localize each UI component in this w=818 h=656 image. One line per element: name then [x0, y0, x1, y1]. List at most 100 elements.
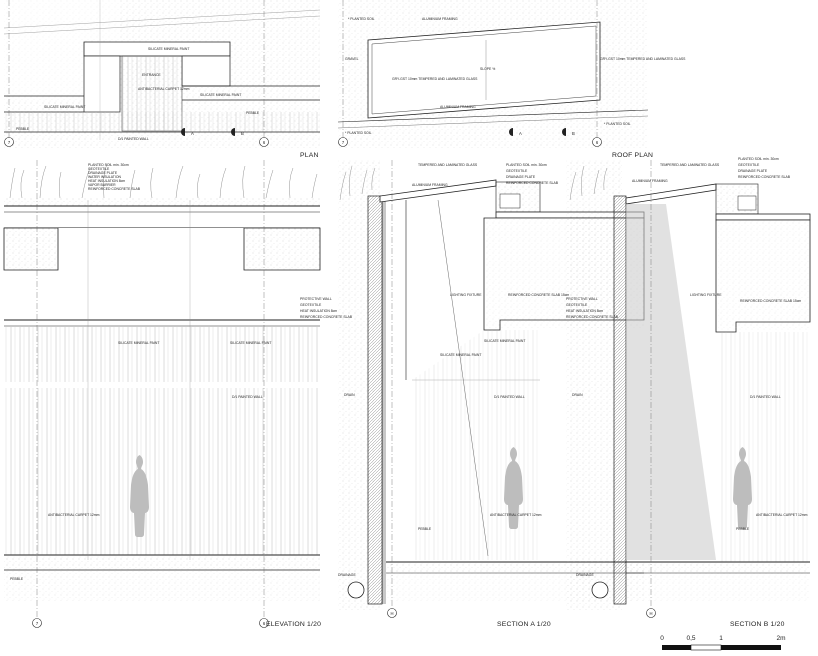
grid-marker-7: 7	[4, 137, 14, 147]
section-a-note: GEOTEXTILE	[506, 169, 528, 173]
svg-text:A: A	[191, 131, 194, 136]
drainage-pipe	[591, 581, 609, 599]
section-a-note: REINFORCED CONCRETE SLAB	[300, 315, 353, 319]
roof-note: ALUMINIUM FRAMING	[422, 17, 458, 21]
plan-note: SILICATE MINERAL PAINT	[148, 47, 189, 51]
section-a-note: DRAINAGE PLATE	[506, 175, 536, 179]
scale-label-05: 0,5	[686, 635, 695, 642]
section-b-note: HEAT INSULATION 8cm	[566, 309, 603, 313]
elevation-note: D/1 PAINTED WALL	[232, 395, 263, 399]
section-a-note: ANTIBACTERIAL CARPET 12mm	[490, 513, 542, 517]
section-marker-b: B	[231, 128, 244, 136]
elevation-view: PLANTED SOIL min. 30cm GEOTEXTILE DRAINA…	[3, 160, 321, 628]
elevation-note: PEBBLE	[10, 577, 24, 581]
section-b-note: LIGHTING FIXTURE	[690, 293, 722, 297]
elevation-note: SILICATE MINERAL PAINT	[230, 341, 271, 345]
section-b-note: GEOTEXTILE	[738, 163, 760, 167]
section-b-note: ALUMINIUM FRAMING	[632, 179, 668, 183]
section-a-note: SILICATE MINERAL PAINT	[484, 339, 525, 343]
section-b-note: REINFORCED CONCRETE SLAB	[738, 175, 791, 179]
drainage-pipe	[347, 581, 365, 599]
section-b-note: ANTIBACTERIAL CARPET 12mm	[756, 513, 808, 517]
plan-note: PEBBLE	[16, 127, 30, 131]
elevation-note: SILICATE MINERAL PAINT	[118, 341, 159, 345]
section-a-title: SECTION A 1/20	[497, 621, 551, 628]
section-b-note: REINFORCED CONCRETE SLAB 15cm	[740, 299, 801, 303]
section-a-note: TEMPERED AND LAMINATED GLASS	[418, 163, 478, 167]
svg-text:H: H	[649, 611, 652, 616]
section-b-note: PEBBLE	[736, 527, 750, 531]
plan-title: PLAN	[300, 152, 319, 159]
roof-plan-view: ALUMINIUM FRAMING GRAVEL GRY-GST 10mm TE…	[337, 0, 686, 159]
svg-text:B: B	[572, 131, 575, 136]
grid-marker-7: 7	[32, 618, 42, 628]
svg-text:A: A	[519, 131, 522, 136]
plan-note: ENTRANCE	[142, 73, 161, 77]
section-b-note: PLANTED SOIL min. 30cm	[738, 157, 779, 161]
section-a-note: D/1 PAINTED WALL	[494, 395, 525, 399]
grass-texture	[569, 165, 608, 201]
human-figure	[504, 447, 523, 529]
elevation-note: PLANTED SOIL min. 30cm	[88, 163, 129, 167]
roof-note: GRY-GST 10mm TEMPERED AND LAMINATED GLAS…	[600, 57, 686, 61]
human-figure	[733, 447, 752, 529]
roof-note: * PLANTED SOIL	[348, 17, 375, 21]
roof-note: ALUMINIUM FRAMING	[440, 105, 476, 109]
section-a-note: GEOTEXTILE	[300, 303, 322, 307]
roof-note: * PLANTED SOIL	[604, 122, 631, 126]
section-a-note: LIGHTING FIXTURE	[450, 293, 482, 297]
scale-bar: 0 0,5 1 2m	[660, 635, 786, 651]
elevation-note: DRAINAGE PLATE	[88, 171, 118, 175]
section-b-note: DRAINAGE	[576, 573, 594, 577]
section-b-view: ALUMINIUM FRAMING TEMPERED AND LAMINATED…	[566, 157, 811, 628]
elevation-note: REINFORCED CONCRETE SLAB	[88, 187, 141, 191]
svg-text:6: 6	[263, 621, 266, 626]
plan-note: SILICATE MINERAL PAINT	[200, 93, 241, 97]
grid-marker-6: 6	[592, 137, 602, 147]
section-b-note: TEMPERED AND LAMINATED GLASS	[660, 163, 720, 167]
section-a-note: DRAIN	[344, 393, 355, 397]
section-a-note: HEAT INSULATION 8cm	[300, 309, 337, 313]
roof-note: * PLANTED SOIL	[345, 131, 372, 135]
grid-marker-h: H	[387, 608, 397, 618]
grass-texture	[9, 163, 318, 199]
roof-plan-title: ROOF PLAN	[612, 152, 653, 159]
scale-label-0: 0	[660, 635, 664, 642]
section-a-note: SILICATE MINERAL PAINT	[440, 353, 481, 357]
plan-note: ANTIBACTERIAL CARPET 12mm	[138, 87, 190, 91]
section-b-note: PROTECTIVE WALL	[566, 297, 598, 301]
section-b-note: D/1 PAINTED WALL	[750, 395, 781, 399]
section-b-note: GEOTEXTILE	[566, 303, 588, 307]
roof-note: GRY-GST 10mm TEMPERED AND LAMINATED GLAS…	[392, 77, 478, 81]
grid-marker-h: H	[646, 608, 656, 618]
grid-marker-7: 7	[338, 137, 348, 147]
plan-note: SILICATE MINERAL PAINT	[44, 105, 85, 109]
elevation-title: ELEVATION 1/20	[266, 621, 321, 628]
svg-text:6: 6	[263, 140, 266, 145]
section-a-note: PEBBLE	[418, 527, 432, 531]
section-a-note: PLANTED SOIL min. 30cm	[506, 163, 547, 167]
section-b-note: DRAIN	[572, 393, 583, 397]
section-b-note: DRAINAGE PLATE	[738, 169, 768, 173]
svg-text:B: B	[241, 131, 244, 136]
plan-note: PEBBLE	[246, 111, 260, 115]
human-figure	[130, 455, 149, 537]
svg-text:7: 7	[36, 621, 39, 626]
elevation-note: GEOTEXTILE	[88, 167, 110, 171]
section-b-title: SECTION B 1/20	[730, 621, 785, 628]
section-a-note: REINFORCED CONCRETE SLAB 15cm	[508, 293, 569, 297]
section-b-note: REINFORCED CONCRETE SLAB	[566, 315, 619, 319]
scale-label-2m: 2m	[776, 635, 785, 642]
elevation-note: ANTIBACTERIAL CARPET 12mm	[48, 513, 100, 517]
section-a-note: ALUMINIUM FRAMING	[412, 183, 448, 187]
section-a-note: DRAINAGE	[338, 573, 356, 577]
svg-text:6: 6	[596, 140, 599, 145]
elevation-note: HEAT INSULATION 8cm	[88, 179, 125, 183]
svg-text:7: 7	[8, 140, 11, 145]
svg-text:7: 7	[342, 140, 345, 145]
plan-note: D/1 PAINTED WALL	[118, 137, 149, 141]
roof-note: SLOPE %	[480, 67, 495, 71]
elevation-note: WATER INSULATION	[88, 175, 121, 179]
section-a-note: PROTECTIVE WALL	[300, 297, 332, 301]
